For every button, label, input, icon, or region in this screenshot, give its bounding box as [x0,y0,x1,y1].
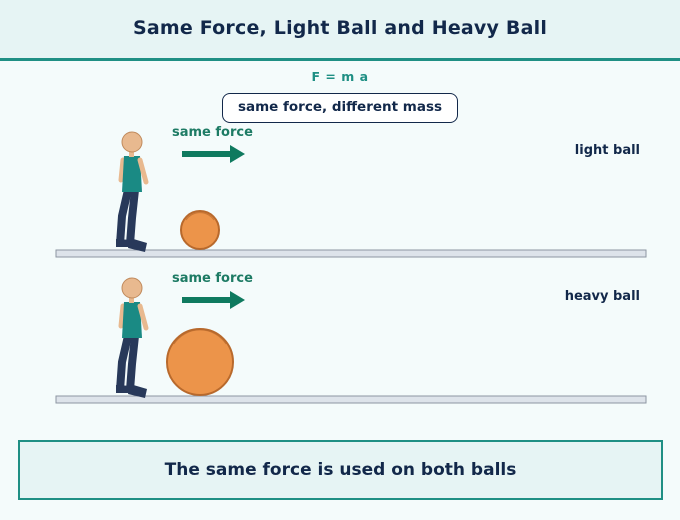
ground-bar [55,249,647,258]
heavy-ball [166,328,234,396]
scene-heavy-ball [55,277,647,404]
person-figure [116,277,149,398]
page-title: Same Force, Light Ball and Heavy Ball [132,17,548,39]
ball-label-heavy: heavy ball [564,289,640,304]
callout-box: same force, different mass [222,93,458,123]
header-banner: Same Force, Light Ball and Heavy Ball [0,0,680,61]
ball-label-light: light ball [574,143,640,158]
force-arrow [182,291,245,309]
summary-box: The same force is used on both balls [18,440,663,500]
summary-text: The same force is used on both balls [164,460,517,480]
force-label-light: same force [172,125,253,140]
scene-light-ball [55,131,647,258]
ground-bar [55,395,647,404]
force-arrow [182,145,245,163]
force-label-heavy: same force [172,271,253,286]
person-figure [116,131,149,252]
light-ball [180,210,220,250]
scene-drawing [55,131,647,404]
formula-label: F = m a [311,69,369,84]
